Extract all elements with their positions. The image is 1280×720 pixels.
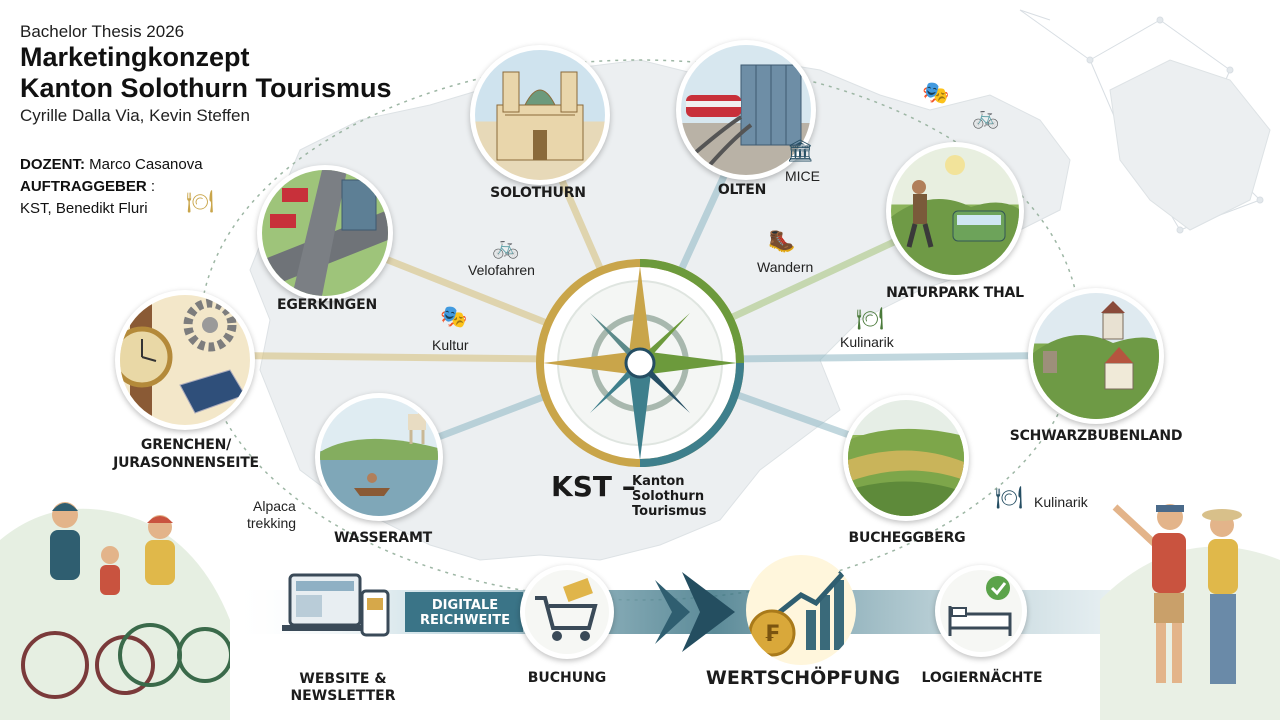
hiker-bus-icon bbox=[891, 155, 1019, 275]
dozent-name: Marco Casanova bbox=[89, 156, 203, 173]
tag-kultur: Kultur bbox=[432, 337, 469, 353]
center-line-3: Tourismus bbox=[632, 504, 707, 519]
label-buchung: BUCHUNG bbox=[527, 670, 607, 686]
theatre-mask-icon: 🎭 bbox=[922, 80, 950, 105]
franc-coin-icon: ₣ bbox=[748, 563, 852, 657]
thesis-subtitle: Bachelor Thesis 2026 bbox=[20, 22, 185, 41]
label-grenchen-2: JURASONNENSEITE bbox=[113, 455, 259, 471]
dozent-label: DOZENT: bbox=[20, 156, 85, 173]
label-bucheggberg: BUCHEGGBERG bbox=[848, 530, 966, 546]
digital-line-1: DIGITALE bbox=[431, 598, 499, 613]
node-grenchen[interactable] bbox=[115, 290, 255, 430]
node-schwarzbubenland[interactable] bbox=[1028, 288, 1164, 424]
label-website-2: NEWSLETTER bbox=[290, 688, 396, 704]
node-logiernaechte[interactable] bbox=[935, 565, 1027, 657]
tag-kulinarik-1: Kulinarik bbox=[840, 334, 894, 350]
node-wasseramt[interactable] bbox=[315, 393, 443, 521]
plate-cutlery-icon: 🍽 bbox=[995, 485, 1023, 510]
label-schwarzbubenland: SCHWARZBUBENLAND bbox=[1009, 428, 1183, 444]
node-egerkingen[interactable] bbox=[257, 165, 393, 301]
node-solothurn[interactable] bbox=[470, 45, 610, 185]
label-logiernaechte: LOGIERNÄCHTE bbox=[921, 670, 1043, 686]
auftraggeber-label: AUFTRAGGEBER bbox=[20, 178, 147, 195]
label-grenchen-1: GRENCHEN/ bbox=[140, 437, 232, 453]
bicycle-icon: 🚲 bbox=[972, 104, 1000, 129]
svg-text:₣: ₣ bbox=[764, 622, 779, 647]
label-naturpark-thal: NATURPARK THAL bbox=[886, 285, 1024, 301]
highway-icon bbox=[262, 170, 388, 296]
laptop-phone-icon bbox=[282, 573, 390, 637]
watch-gear-icon bbox=[120, 295, 246, 425]
hiking-boot-icon: 🥾 bbox=[768, 228, 796, 253]
digital-banner bbox=[405, 592, 523, 632]
tag-alpaca-2: trekking bbox=[247, 515, 297, 531]
auftraggeber-colon: : bbox=[146, 178, 156, 195]
auftraggeber-name: KST, Benedikt Fluri bbox=[20, 200, 148, 217]
bed-icon bbox=[948, 576, 1012, 636]
label-website-1: WEBSITE & bbox=[299, 671, 387, 687]
tag-velofahren: Velofahren bbox=[468, 262, 535, 278]
node-naturpark-thal[interactable] bbox=[886, 142, 1024, 280]
center-abbr: KST bbox=[551, 470, 612, 503]
node-buchung[interactable] bbox=[520, 565, 614, 659]
flow-arrow-small bbox=[655, 580, 690, 644]
label-solothurn: SOLOTHURN bbox=[490, 185, 586, 201]
authors: Cyrille Dalla Via, Kevin Steffen bbox=[20, 106, 250, 125]
cathedral-icon bbox=[496, 71, 584, 161]
train-station-icon bbox=[681, 64, 802, 175]
family-cycling-illustration bbox=[21, 502, 230, 699]
meta-block: DOZENT: Marco Casanova AUFTRAGGEBER : KS… bbox=[20, 154, 203, 220]
digital-reach: DIGITALE REICHWEITE bbox=[420, 598, 510, 628]
label-olten: OLTEN bbox=[717, 182, 767, 198]
center-line-2: Solothurn bbox=[632, 489, 705, 504]
bicycle-icon: 🚲 bbox=[492, 234, 520, 259]
label-wasseramt: WASSERAMT bbox=[333, 530, 433, 546]
theatre-mask-icon: 🎭 bbox=[440, 304, 468, 329]
castle-hills-icon bbox=[1033, 301, 1159, 419]
compass-rose-icon bbox=[536, 259, 744, 467]
shopping-cart-icon bbox=[535, 578, 598, 641]
digital-line-2: REICHWEITE bbox=[420, 613, 510, 628]
lake-alpaca-icon bbox=[320, 400, 438, 496]
plate-cutlery-icon: 🍽 bbox=[856, 306, 884, 331]
couple-pointing-illustration bbox=[1112, 504, 1242, 684]
title-block: Bachelor Thesis 2026 Marketingkonzept Ka… bbox=[20, 22, 391, 126]
node-olten[interactable] bbox=[676, 40, 816, 180]
center-abbreviation: KST – bbox=[551, 470, 636, 503]
label-wertschoepfung: WERTSCHÖPFUNG bbox=[705, 667, 901, 689]
center-dash: – bbox=[621, 470, 636, 503]
center-fullname: Kanton Solothurn Tourismus bbox=[632, 474, 706, 519]
title-line-1: Marketingkonzept bbox=[20, 42, 250, 72]
node-website[interactable] bbox=[278, 565, 398, 655]
tag-wandern: Wandern bbox=[757, 259, 814, 275]
tag-alpaca-1: Alpaca bbox=[253, 498, 296, 514]
label-egerkingen: EGERKINGEN bbox=[277, 297, 377, 313]
node-wertschoepfung[interactable]: ₣ bbox=[746, 555, 856, 665]
plate-cutlery-icon: 🍽 bbox=[186, 189, 214, 214]
center-line-1: Kanton bbox=[632, 474, 685, 489]
flow-arrow-large bbox=[682, 572, 735, 652]
title-line-2: Kanton Solothurn Tourismus bbox=[20, 73, 392, 103]
tag-mice: MICE bbox=[785, 168, 820, 184]
tag-kulinarik-2: Kulinarik bbox=[1034, 494, 1088, 510]
fields-icon bbox=[848, 428, 964, 516]
node-bucheggberg[interactable] bbox=[843, 395, 969, 521]
canton-map-north bbox=[1109, 59, 1271, 231]
columns-building-icon: 🏛 bbox=[786, 138, 814, 163]
